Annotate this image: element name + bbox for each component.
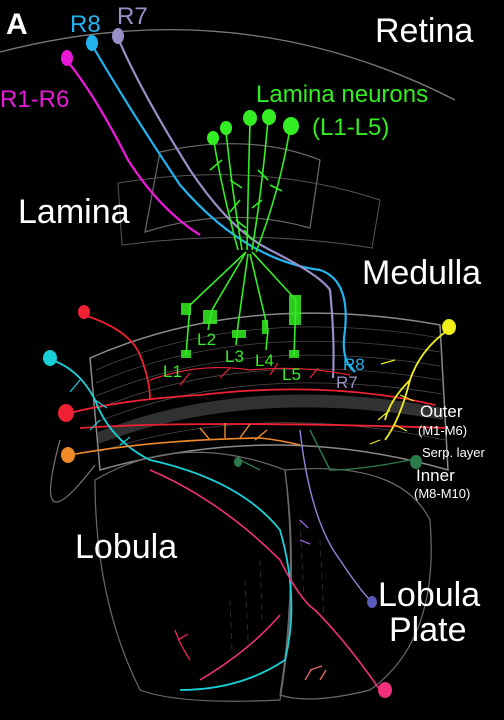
retina-outline xyxy=(0,29,456,101)
lobula-plate-outline xyxy=(279,467,432,700)
medulla-outline xyxy=(89,312,449,472)
neuropil-column-hints xyxy=(229,519,325,651)
r7-terminal-label: R7 xyxy=(336,373,358,392)
lamina-label: Lamina xyxy=(18,193,130,231)
r7-label: R7 xyxy=(117,3,148,30)
retina-label: Retina xyxy=(375,12,473,50)
medulla-label: Medulla xyxy=(362,254,481,292)
lobula-small-neurons xyxy=(174,519,327,681)
r8-photoreceptor xyxy=(86,35,356,373)
panel-letter: A xyxy=(6,8,28,41)
inner-layer-range: (M8-M10) xyxy=(414,486,470,501)
cyan-neuron xyxy=(43,350,293,691)
serpentine-layer-label: Serp. layer xyxy=(422,445,486,460)
r1-r6-photoreceptor xyxy=(61,50,201,236)
l5-label: L5 xyxy=(282,365,301,384)
lamina-neuron-terminals xyxy=(181,295,301,358)
lamina-neurons-title: Lamina neurons xyxy=(256,81,428,108)
dark-green-neuron xyxy=(234,429,422,471)
yellow-neuron xyxy=(369,319,456,445)
medulla-left-rim xyxy=(49,439,96,503)
outer-layer-label: Outer xyxy=(420,402,463,421)
purple-neuron xyxy=(299,429,377,608)
lamina-outline-lower xyxy=(117,174,381,249)
lobula-label: Lobula xyxy=(75,528,177,566)
r8-terminal-label: R8 xyxy=(343,355,365,374)
r1-r6-label: R1-R6 xyxy=(0,86,69,113)
serpentine-layer-band xyxy=(98,394,443,444)
l2-label: L2 xyxy=(197,330,216,349)
inner-layer-label: Inner xyxy=(416,466,455,485)
l4-label: L4 xyxy=(255,351,274,370)
medulla-layer-lines xyxy=(95,326,446,453)
orange-neuron xyxy=(61,423,301,463)
l1-label: L1 xyxy=(163,362,182,381)
outer-layer-range: (M1-M6) xyxy=(418,423,467,438)
lobula-plate-label-line1: Lobula xyxy=(378,576,480,614)
l3-label: L3 xyxy=(225,347,244,366)
red-neuron xyxy=(58,305,449,429)
r8-label: R8 xyxy=(70,11,101,38)
lamina-outline-upper xyxy=(144,143,321,233)
pink-neuron xyxy=(149,469,392,698)
lobula-outline xyxy=(94,451,293,702)
lobula-plate-label-line2: Plate xyxy=(389,611,467,649)
lamina-neurons-range: (L1-L5) xyxy=(312,114,389,141)
lamina-neuron-somata xyxy=(207,109,299,145)
